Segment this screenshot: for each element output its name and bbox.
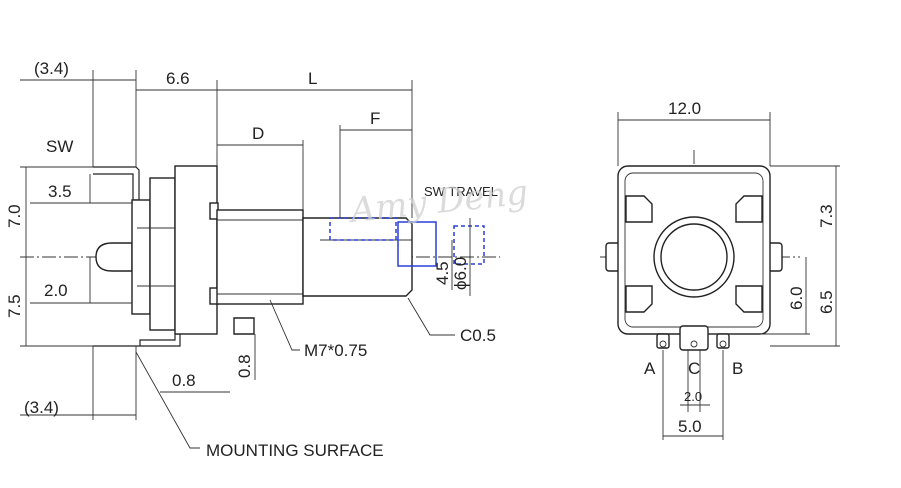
label-3.5: 3.5 <box>48 182 72 201</box>
leader-mounting <box>135 351 200 449</box>
label-7.5: 7.5 <box>5 294 24 318</box>
front-view: 12.0 7.3 6.0 6.5 A C B 2.0 5.0 <box>600 99 840 440</box>
blue-overlay-dashed <box>329 217 397 241</box>
label-pin-a: A <box>644 359 656 378</box>
threaded-bushing <box>216 209 304 305</box>
label-F: F <box>370 109 380 128</box>
corner-window-tl <box>625 195 653 223</box>
bushing-circle-inner <box>660 223 728 291</box>
label-D: D <box>252 124 264 143</box>
label-sw-travel: SW TRAVEL <box>424 184 498 199</box>
bushing-nut <box>233 317 255 335</box>
watermark-text: Amy Deng <box>346 173 530 232</box>
pin-a-dot <box>659 340 667 348</box>
pin-b-dot <box>719 340 727 348</box>
rear-pin <box>95 242 133 272</box>
corner-window-tr <box>735 195 763 223</box>
side-view: (3.4) 6.6 L D F SW SW TRAVEL 7.0 3.5 7.5… <box>5 59 500 460</box>
label-3.4-top: (3.4) <box>34 59 69 78</box>
label-7.3: 7.3 <box>817 204 836 228</box>
label-L: L <box>308 69 317 88</box>
label-pin-thick: 0.8 <box>235 354 254 378</box>
label-chamfer: C0.5 <box>460 326 496 345</box>
blue-overlay-box <box>397 221 437 267</box>
label-thread: M7*0.75 <box>304 341 367 360</box>
mounting-terminal-bottom <box>93 333 181 347</box>
label-SW: SW <box>46 137 73 156</box>
label-pitch: 2.0 <box>684 389 702 404</box>
label-6.5: 6.5 <box>817 290 836 314</box>
pin-c <box>679 325 709 351</box>
label-span: 5.0 <box>678 417 702 436</box>
label-3.4-bottom: (3.4) <box>24 398 59 417</box>
label-shaft-dia: ϕ6.0 <box>451 257 470 290</box>
label-7.0: 7.0 <box>5 204 24 228</box>
label-pin-b: B <box>732 359 743 378</box>
label-6.0: 6.0 <box>787 286 806 310</box>
pin-c-dot <box>690 340 698 348</box>
label-12.0: 12.0 <box>668 99 701 118</box>
label-pin-c: C <box>688 359 700 378</box>
main-housing <box>174 165 218 335</box>
rear-body-top <box>149 177 176 331</box>
label-4.5: 4.5 <box>433 261 452 285</box>
rear-body-block <box>131 199 151 315</box>
label-6.6: 6.6 <box>166 69 190 88</box>
label-mounting-surface: MOUNTING SURFACE <box>206 441 384 460</box>
leader-thread <box>269 299 300 351</box>
blue-overlay-box2 <box>453 225 485 265</box>
corner-window-bl <box>625 285 653 313</box>
leader-chamfer <box>407 297 455 336</box>
label-pin-gap: 0.8 <box>172 371 196 390</box>
corner-window-br <box>735 285 763 313</box>
sw-terminal-top <box>93 166 140 201</box>
label-2.0: 2.0 <box>44 281 68 300</box>
